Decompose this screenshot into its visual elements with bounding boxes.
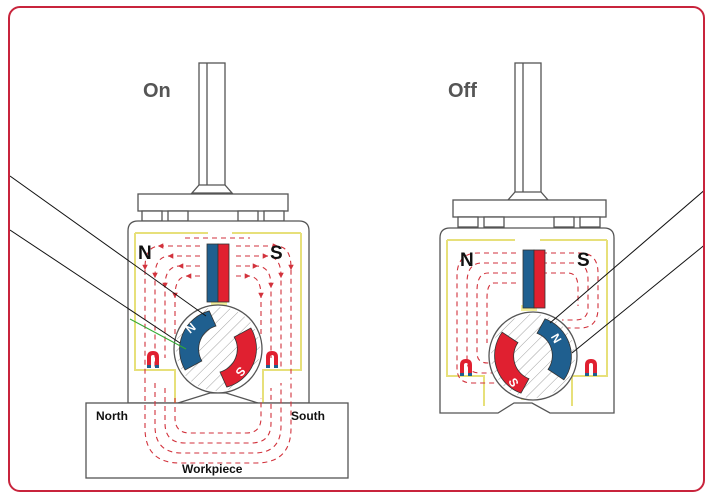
- off-bar-magnet-south: [533, 249, 546, 309]
- on-pole-piece-left: [134, 232, 208, 403]
- on-bar-magnet-north: [206, 243, 219, 303]
- workpiece-flux-lines: [144, 378, 292, 464]
- on-u-magnet-icon-right: [266, 351, 278, 368]
- off-pole-label-north: N: [460, 250, 474, 271]
- on-rotor: N S: [173, 304, 263, 394]
- off-pole-piece-left: [446, 239, 515, 406]
- on-base-notch: [177, 392, 259, 404]
- workpiece-label: Workpiece: [182, 462, 243, 476]
- off-u-magnet-icon-left: [460, 359, 472, 376]
- on-panel: On: [10, 62, 349, 479]
- on-pole-label-south: S: [270, 243, 283, 264]
- off-pole-label-south: S: [577, 250, 590, 271]
- on-pointer-line-lower: [10, 229, 181, 344]
- off-state-label: Off: [448, 80, 477, 102]
- on-state-label: On: [143, 80, 171, 102]
- on-u-magnet-icon-left: [147, 351, 159, 368]
- off-flux-lines-body: [456, 252, 599, 384]
- off-bar-magnet-north: [522, 249, 535, 309]
- magnetic-base-diagram: On: [10, 62, 703, 479]
- on-flux-lines-body: [142, 237, 294, 378]
- off-rotor: S N: [488, 311, 578, 401]
- off-pointer-line-lower: [571, 245, 703, 354]
- on-top-gap: [211, 300, 227, 306]
- off-panel: Off: [439, 62, 703, 414]
- on-bar-magnet-south: [217, 243, 230, 303]
- off-u-magnet-icon-right: [585, 359, 597, 376]
- off-pole-piece-right: [540, 239, 608, 406]
- on-pole-label-north: N: [138, 243, 152, 264]
- off-shaft: [452, 62, 607, 228]
- south-label: South: [291, 409, 325, 423]
- workpiece-block: [85, 402, 349, 479]
- off-pointer-line-upper: [549, 190, 703, 324]
- on-pole-piece-right: [232, 232, 302, 403]
- on-pointer-line-upper: [10, 175, 207, 317]
- on-pointer-line-green: [129, 318, 187, 350]
- north-label: North: [96, 409, 128, 423]
- diagram-frame: On: [8, 6, 705, 492]
